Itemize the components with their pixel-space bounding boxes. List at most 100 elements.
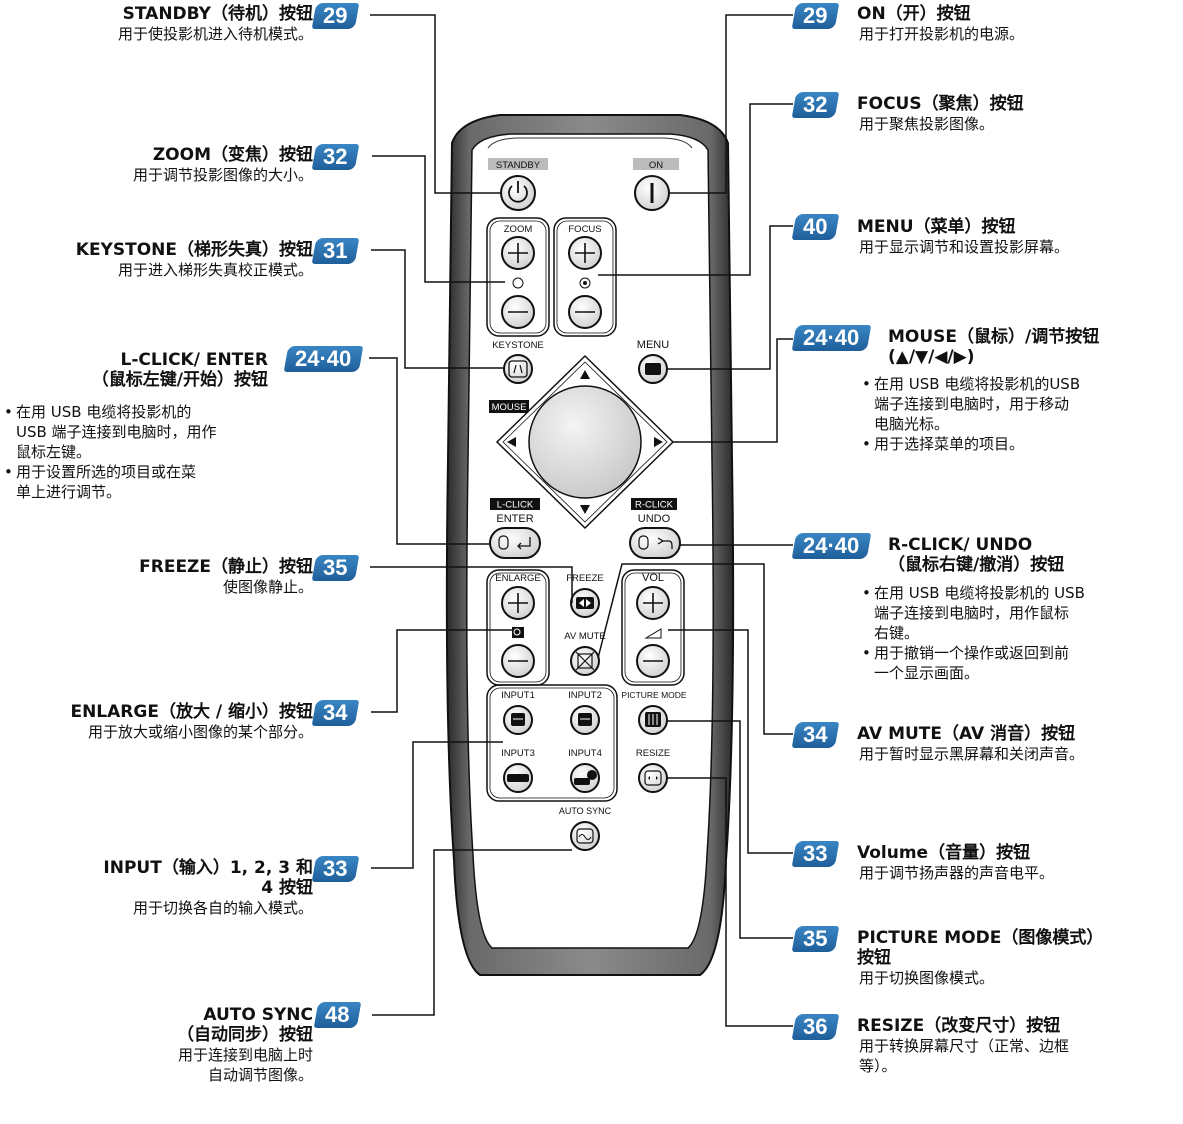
remote-zoom-label: ZOOM xyxy=(504,224,533,235)
label-picture: PICTURE MODE（图像模式） 按钮 用于切换图像模式。 xyxy=(857,928,1103,988)
resize-desc1: 用于转换屏幕尺寸（正常、边框 xyxy=(859,1037,1070,1055)
rclick-undo-button xyxy=(629,527,681,559)
lclick-title2: （鼠标左键/开始）按钮 xyxy=(91,370,268,390)
enlarge-title: ENLARGE（放大 / 缩小）按钮 xyxy=(70,702,313,722)
on-desc: 用于打开投影机的电源。 xyxy=(859,25,1025,43)
label-menu: MENU（菜单）按钮 用于显示调节和设置投影屏幕。 xyxy=(857,217,1069,257)
keystone-title: KEYSTONE（梯形失真）按钮 xyxy=(75,240,313,260)
remote-on-label: ON xyxy=(649,160,663,171)
keystone-button xyxy=(503,354,533,384)
zoom-desc: 用于调节投影图像的大小。 xyxy=(132,166,313,184)
lclick-title1: L-CLICK/ ENTER xyxy=(120,350,268,370)
rclick-title2: （鼠标右键/撤消）按钮 xyxy=(888,555,1065,575)
up-arrow-icon xyxy=(580,370,590,379)
remote-avmute-label: AV MUTE xyxy=(564,631,606,642)
volume-title: Volume（音量）按钮 xyxy=(857,843,1031,863)
label-keystone: KEYSTONE（梯形失真）按钮 用于进入梯形失真校正模式。 xyxy=(76,240,313,280)
input-title1: INPUT（输入）1, 2, 3 和 xyxy=(103,858,313,878)
focus-title: FOCUS（聚焦）按钮 xyxy=(857,94,1024,114)
remote-lclick-label: L-CLICK xyxy=(497,500,534,511)
remote-menu-label: MENU xyxy=(637,339,669,351)
enlarge-desc: 用于放大或缩小图像的某个部分。 xyxy=(87,723,313,741)
label-focus: FOCUS（聚焦）按钮 用于聚焦投影图像。 xyxy=(857,94,1024,134)
remote-rclick-label: R-CLICK xyxy=(635,500,674,511)
avmute-desc: 用于暂时显示黑屏幕和关闭声音。 xyxy=(859,745,1085,763)
resize-desc2: 等）。 xyxy=(859,1057,897,1075)
badge-input: 33 xyxy=(311,856,360,882)
on-title: ON（开）按钮 xyxy=(857,4,971,24)
remote-enlarge-label: ENLARGE xyxy=(495,573,540,584)
badge-on: 29 xyxy=(791,3,840,29)
label-standby: STANDBY（待机）按钮 用于使投影机进入待机模式。 xyxy=(118,4,313,44)
freeze-desc: 使图像静止。 xyxy=(222,578,313,596)
badge-picture: 35 xyxy=(791,926,840,952)
autosync-title1: AUTO SYNC xyxy=(203,1005,313,1025)
picture-title1: PICTURE MODE（图像模式） xyxy=(857,928,1104,948)
label-autosync: AUTO SYNC （自动同步）按钮 用于连接到电脑上时 自动调节图像。 xyxy=(177,1005,313,1085)
badge-freeze: 35 xyxy=(311,555,360,581)
label-on: ON（开）按钮 用于打开投影机的电源。 xyxy=(857,4,1024,44)
remote-resize-label: RESIZE xyxy=(636,748,670,759)
avmute-title: AV MUTE（AV 消音）按钮 xyxy=(857,724,1076,744)
mouse-title1: MOUSE（鼠标）/调节按钮 xyxy=(888,327,1100,347)
resize-button xyxy=(638,763,668,793)
remote-input4-label: INPUT4 xyxy=(568,748,602,759)
keystone-desc: 用于进入梯形失真校正模式。 xyxy=(117,261,313,279)
freeze-title: FREEZE（静止）按钮 xyxy=(139,557,313,577)
badge-volume: 33 xyxy=(791,841,840,867)
badge-mouse: 24·40 xyxy=(791,325,872,351)
label-resize: RESIZE（改变尺寸）按钮 用于转换屏幕尺寸（正常、边框 等）。 xyxy=(857,1016,1069,1076)
left-arrow-icon xyxy=(507,437,516,447)
autosync-desc1: 用于连接到电脑上时 xyxy=(177,1046,313,1064)
remote-keystone-label: KEYSTONE xyxy=(492,340,544,351)
focus-desc: 用于聚焦投影图像。 xyxy=(859,115,995,133)
badge-standby: 29 xyxy=(311,3,360,29)
remote-faceplate xyxy=(466,133,714,949)
standby-title: STANDBY（待机）按钮 xyxy=(122,4,313,24)
label-input: INPUT（输入）1, 2, 3 和 4 按钮 用于切换各自的输入模式。 xyxy=(103,858,313,918)
rclick-title1: R-CLICK/ UNDO xyxy=(888,535,1033,555)
remote-focus-label: FOCUS xyxy=(568,224,601,235)
right-arrow-icon xyxy=(654,437,663,447)
remote-vol-label: VOL xyxy=(642,572,664,584)
zoom-title: ZOOM（变焦）按钮 xyxy=(152,145,313,165)
menu-title: MENU（菜单）按钮 xyxy=(857,217,1016,237)
label-rclick: R-CLICK/ UNDO （鼠标右键/撤消）按钮 xyxy=(888,535,1064,575)
remote-enter-label: ENTER xyxy=(496,513,533,525)
badge-menu: 40 xyxy=(791,214,840,240)
remote-input2-label: INPUT2 xyxy=(568,690,602,701)
remote-mouse-label: MOUSE xyxy=(492,402,527,413)
label-mouse: MOUSE（鼠标）/调节按钮 (▲/▼/◀/▶) xyxy=(888,327,1099,367)
volume-desc: 用于调节扬声器的声音电平。 xyxy=(859,864,1055,882)
remote-undo-label: UNDO xyxy=(638,513,671,525)
badge-keystone: 31 xyxy=(311,238,360,264)
lclick-enter-button xyxy=(489,527,541,559)
label-avmute: AV MUTE（AV 消音）按钮 用于暂时显示黑屏幕和关闭声音。 xyxy=(857,724,1084,764)
remote-input1-label: INPUT1 xyxy=(501,690,535,701)
picture-desc: 用于切换图像模式。 xyxy=(859,969,995,987)
badge-enlarge: 34 xyxy=(311,700,360,726)
badge-rclick: 24·40 xyxy=(791,533,872,559)
label-freeze: FREEZE（静止）按钮 使图像静止。 xyxy=(139,557,313,597)
label-enlarge: ENLARGE（放大 / 缩小）按钮 用于放大或缩小图像的某个部分。 xyxy=(70,702,313,742)
standby-desc: 用于使投影机进入待机模式。 xyxy=(117,25,313,43)
mouse-pad xyxy=(528,385,642,499)
resize-title: RESIZE（改变尺寸）按钮 xyxy=(857,1016,1061,1036)
badge-resize: 36 xyxy=(791,1014,840,1040)
remote-standby-label: STANDBY xyxy=(496,160,541,171)
down-arrow-icon xyxy=(580,505,590,514)
badge-lclick: 24·40 xyxy=(283,346,364,372)
label-lclick: L-CLICK/ ENTER （鼠标左键/开始）按钮 xyxy=(92,350,268,390)
mouse-title2: (▲/▼/◀/▶) xyxy=(888,347,975,367)
badge-focus: 32 xyxy=(791,92,840,118)
leader-lines xyxy=(369,14,793,1027)
picture-title2: 按钮 xyxy=(857,948,891,968)
autosync-desc2: 自动调节图像。 xyxy=(207,1066,313,1084)
label-volume: Volume（音量）按钮 用于调节扬声器的声音电平。 xyxy=(857,843,1054,883)
autosync-title2: （自动同步）按钮 xyxy=(177,1025,313,1045)
remote-freeze-label: FREEZE xyxy=(566,573,603,584)
